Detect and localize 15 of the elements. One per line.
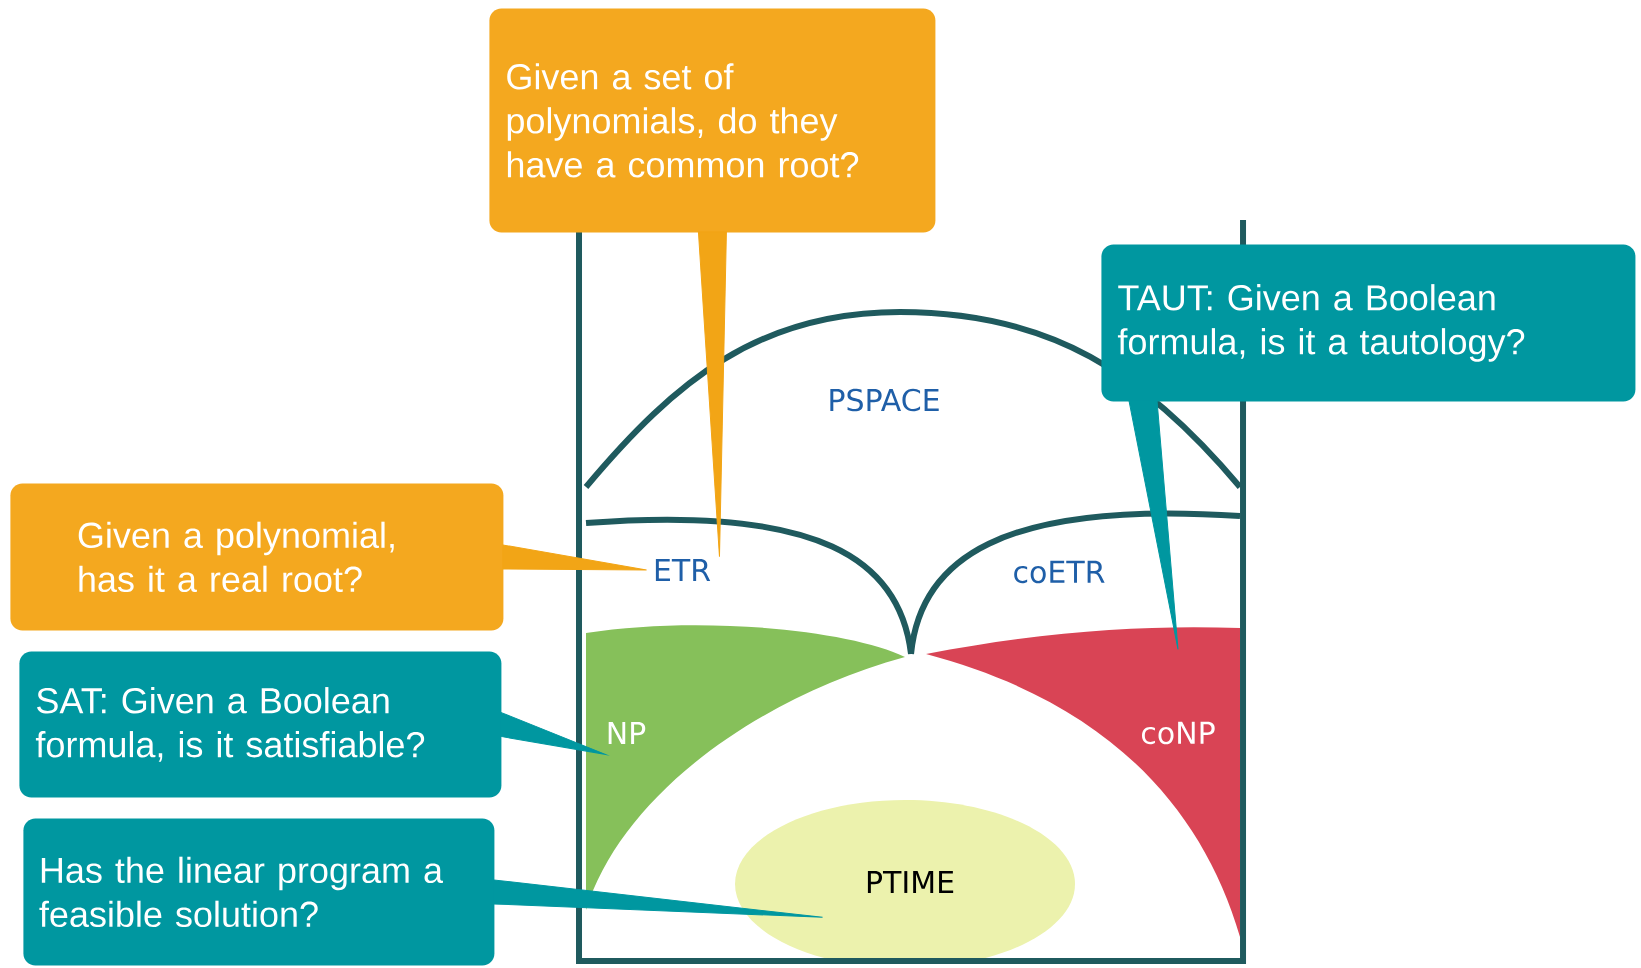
callout-pointer [502, 544, 648, 571]
callout-box: SAT: Given a Boolean formula, is it satisfiable? [19, 651, 502, 798]
region-label: coNP [1142, 721, 1215, 745]
region-label: NP [608, 722, 646, 744]
callout-box: Given a polynomial, has it a real root? [10, 483, 504, 631]
callout-box: TAUT: Given a Boolean formula, is it a tautology? [1101, 244, 1636, 402]
region-label: PSPACE [830, 388, 939, 412]
callout-box: Given a set of polynomials, do they have a common root? [489, 8, 936, 233]
region-label: ETR [655, 559, 711, 581]
region-label: coETR [1014, 560, 1105, 584]
callout-pointer [697, 231, 727, 558]
region-label: PTIME [867, 871, 954, 893]
callout-pointer [493, 879, 824, 918]
callout-box: Has the linear program a feasible solution? [23, 818, 495, 966]
callout-pointer [1128, 400, 1179, 650]
